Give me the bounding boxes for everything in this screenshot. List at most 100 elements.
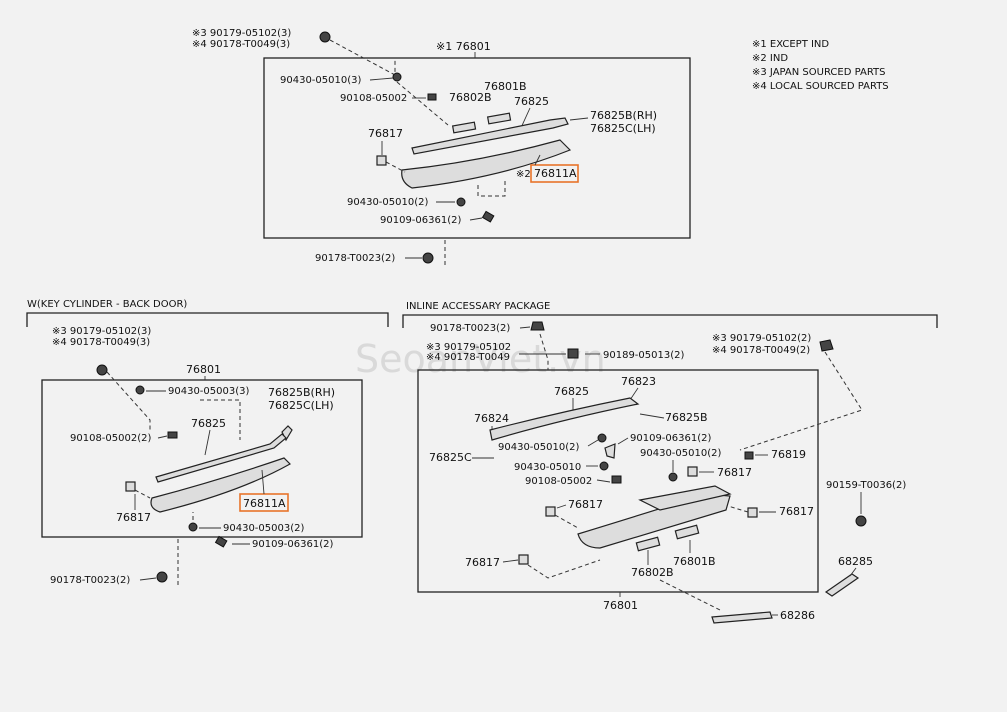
part-label[interactable]: 76817 [717,466,752,479]
part-label[interactable]: 76802B [449,91,492,104]
part-label[interactable]: 76817 [116,511,151,524]
nut-icon [567,348,579,359]
part-label[interactable]: 90430-05010(2) [347,197,428,208]
part-label[interactable]: 76802B [631,566,674,579]
part-label[interactable]: 90430-05010(2) [498,442,579,453]
clip-icon [319,31,331,43]
part-label[interactable]: 76801 [603,599,638,612]
part-label[interactable]: 76825B [665,411,708,424]
moulding-strip [489,397,640,441]
screw-icon [456,197,466,207]
garnish-part [150,457,291,513]
left-assembly: W(KEY CYLINDER - BACK DOOR) ※3 90179-051… [26,299,389,586]
clip-icon [744,451,754,460]
part-label[interactable]: 90178-T0023(2) [315,253,395,264]
right-section-title: INLINE ACCESSARY PACKAGE [406,301,550,312]
top-frame [263,57,691,239]
part-label[interactable]: 90430-05010(2) [640,448,721,459]
screw-icon [668,472,678,482]
part-label[interactable]: ※4 90178-T0049(3) [192,39,290,50]
right-assembly: INLINE ACCESSARY PACKAGE 90178-T0023(2) … [402,301,938,624]
part-label[interactable]: 76825B(RH) [268,386,335,399]
part-label[interactable]: ※3 90179-05102(2) [712,333,811,344]
part-label[interactable]: 90178-T0023(2) [430,323,510,334]
bolt-icon [167,431,178,439]
pad-icon [451,121,477,134]
part-label[interactable]: 76811A [243,497,286,510]
screw-icon [599,461,609,471]
part-label[interactable]: 76801 [186,363,221,376]
part-label[interactable]: 76817 [465,556,500,569]
right-frame [417,369,819,593]
legend: ※1 EXCEPT IND ※2 IND ※3 JAPAN SOURCED PA… [752,39,889,92]
part-label[interactable]: 90109-06361(2) [252,539,333,550]
part-label[interactable]: 90108-05002 [525,476,592,487]
part-label[interactable]: 90109-06361(2) [380,215,461,226]
part-label[interactable]: 76825B(RH) [590,109,657,122]
part-label[interactable]: 76801B [673,555,716,568]
garnish-part [577,493,731,549]
garnish-part [401,139,572,189]
part-label[interactable]: 76817 [368,127,403,140]
legend-item: ※4 LOCAL SOURCED PARTS [752,81,889,92]
bolt-icon [611,475,622,484]
legend-item: ※2 IND [752,53,788,64]
left-section-title: W(KEY CYLINDER - BACK DOOR) [27,299,187,310]
part-label[interactable]: 76825C(LH) [268,399,334,412]
part-label[interactable]: ※4 90178-T0049 [426,352,510,363]
part-label[interactable]: 76819 [771,448,806,461]
part-label[interactable]: ※3 90179-05102(3) [52,326,151,337]
part-label[interactable]: 90430-05003(3) [168,386,249,397]
part-label[interactable]: ※4 90178-T0049(2) [712,345,810,356]
part-label[interactable]: 90430-05010(3) [280,75,361,86]
part-label[interactable]: 76825 [514,95,549,108]
part-label[interactable]: 76817 [568,498,603,511]
clip-icon [545,506,556,517]
part-label[interactable]: 76825C(LH) [590,122,656,135]
highlight-box [530,164,579,183]
clip-icon [518,554,529,565]
clip-icon [96,364,108,376]
bolt-icon [855,515,867,527]
part-label[interactable]: 90108-05002(2) [70,433,151,444]
part-label[interactable]: ※2 [516,169,531,180]
part-label[interactable]: 76823 [621,375,656,388]
garnish-top [638,485,732,511]
pad-icon [635,536,661,552]
part-label[interactable]: ※4 90178-T0049(3) [52,337,150,348]
screw-icon [135,385,145,395]
part-label[interactable]: 76811A [534,167,577,180]
screw-icon [597,433,607,443]
clip-icon [376,155,387,166]
clip-icon [125,481,136,492]
part-label[interactable]: 76824 [474,412,509,425]
part-label[interactable]: 76801B [484,80,527,93]
bolt-icon [427,93,437,101]
bracket-icon [604,443,616,459]
part-label[interactable]: 90189-05013(2) [603,350,684,361]
part-label[interactable]: 76825 [191,417,226,430]
top-assembly: ※1 76801 ※3 90179-05102(3) ※4 90178-T004… [192,28,691,265]
moulding-strip [411,117,569,155]
part-label[interactable]: 68286 [780,609,815,622]
part-label[interactable]: 90108-05002 [340,93,407,104]
part-label[interactable]: 76825C [429,451,472,464]
mudflap-part [711,611,773,624]
part-label[interactable]: 76825 [554,385,589,398]
part-label[interactable]: 90430-05010 [514,462,581,473]
screw-icon [188,522,198,532]
clip-icon [156,571,168,583]
part-label[interactable]: ※3 90179-05102(3) [192,28,291,39]
part-label[interactable]: 90109-06361(2) [630,433,711,444]
part-label[interactable]: 68285 [838,555,873,568]
part-label[interactable]: 90159-T0036(2) [826,480,906,491]
legend-item: ※1 EXCEPT IND [752,39,829,50]
top-box-part-number: ※1 76801 [436,40,491,53]
moulding-strip [155,433,287,483]
clip-icon [819,339,834,352]
part-label[interactable]: 76817 [779,505,814,518]
mudflap-part [824,573,860,597]
part-label[interactable]: 90178-T0023(2) [50,575,130,586]
part-label[interactable]: 90430-05003(2) [223,523,304,534]
part-label[interactable]: ※3 90179-05102 [426,342,511,353]
